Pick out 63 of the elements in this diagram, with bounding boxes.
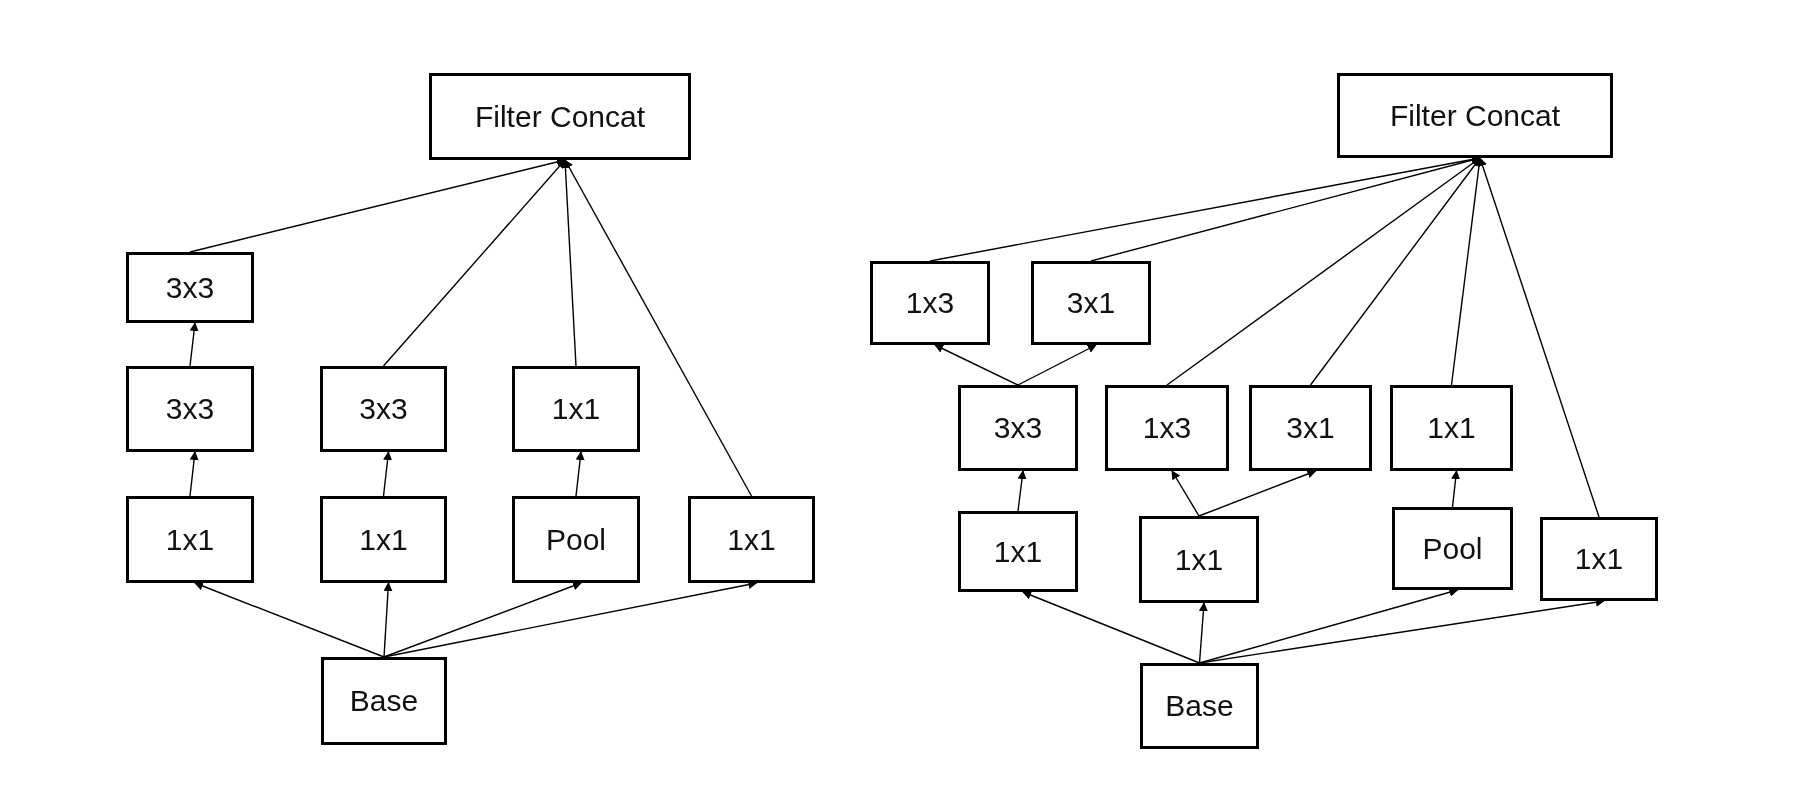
layer-label: 1x3 — [1142, 411, 1192, 445]
layer-box — [512, 366, 640, 452]
layer-label: 1x1 — [551, 392, 601, 426]
arrow — [1198, 602, 1208, 664]
layer-label: 1x1 — [359, 522, 408, 557]
layer-label: Filter Concat — [1389, 98, 1561, 133]
arrow — [575, 451, 585, 497]
layer-box — [321, 657, 447, 745]
layer-label: 3x1 — [1286, 411, 1335, 445]
layer-label: 3x1 — [1066, 286, 1116, 320]
layer-box — [870, 261, 990, 345]
layer-box — [1392, 507, 1513, 590]
layer-box — [320, 366, 447, 452]
layer-label: 1x1 — [1174, 542, 1224, 577]
layer-label: 1x1 — [1574, 542, 1624, 576]
layer-label: 3x3 — [993, 411, 1043, 445]
layer-box — [1540, 517, 1658, 601]
layer-label: 3x3 — [165, 270, 215, 305]
arrow — [194, 581, 385, 658]
arrow — [1017, 470, 1027, 512]
layer-label: Pool — [545, 522, 606, 557]
layer-box — [320, 496, 447, 583]
layer-label: 3x3 — [359, 392, 408, 426]
layer-box — [958, 385, 1078, 471]
arrow — [1451, 470, 1461, 508]
layer-label: Base — [1165, 689, 1234, 723]
arrow — [1022, 590, 1201, 664]
arrow — [564, 159, 753, 497]
layer-box — [1105, 385, 1229, 471]
arrow — [560, 159, 577, 367]
layer-box — [958, 511, 1078, 592]
arrow — [383, 582, 393, 658]
arrow — [934, 344, 1019, 386]
arrow — [189, 451, 199, 497]
layer-label: Base — [349, 684, 419, 718]
layer-label: Pool — [1422, 531, 1483, 566]
arrow — [1171, 470, 1200, 517]
layer-label: 1x1 — [993, 534, 1043, 569]
layer-label: 1x3 — [905, 286, 955, 320]
layer-box — [126, 496, 254, 583]
layer-box — [126, 252, 254, 323]
layer-label: 1x1 — [165, 522, 215, 557]
layer-box — [126, 366, 254, 452]
layer-label: 1x1 — [727, 522, 776, 557]
layer-box — [429, 73, 691, 160]
layer-box — [1139, 516, 1259, 603]
layer-box — [1337, 73, 1613, 158]
layer-box — [1249, 385, 1372, 471]
layer-box — [1390, 385, 1513, 471]
layer-box — [688, 496, 815, 583]
arrow — [189, 322, 199, 367]
layer-box — [512, 496, 640, 583]
arrow — [382, 159, 566, 367]
layer-box — [1140, 663, 1259, 749]
arrow — [1478, 157, 1600, 518]
arrow — [1198, 469, 1317, 517]
layer-label: 3x3 — [165, 392, 215, 426]
arrow — [383, 581, 582, 658]
layer-label: Filter Concat — [474, 99, 646, 134]
layer-box — [1031, 261, 1151, 345]
arrow — [1017, 344, 1097, 386]
layer-label: 1x1 — [1427, 411, 1476, 445]
arrow — [382, 451, 393, 497]
